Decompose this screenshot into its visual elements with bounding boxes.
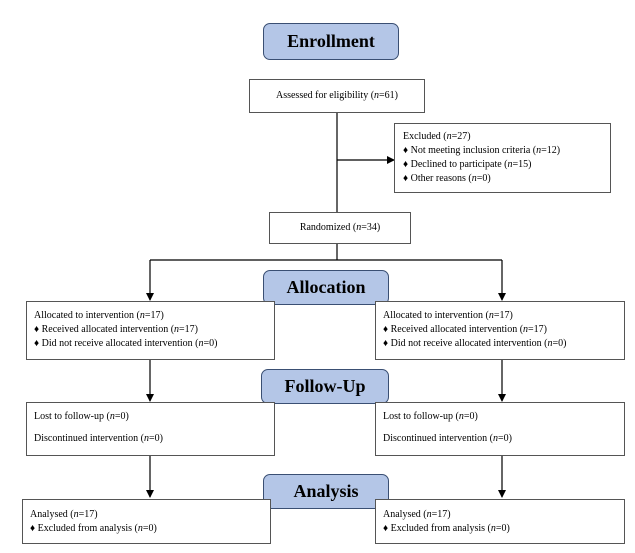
analysis-line: Analysed (n=17) xyxy=(30,509,98,520)
analysis-box-left: Analysed (n=17) ♦ Excluded from analysis… xyxy=(22,499,271,544)
excluded-item: ♦ Other reasons (n=0) xyxy=(403,173,491,184)
excluded-item: ♦ Declined to participate (n=15) xyxy=(403,159,532,170)
followup-line: Discontinued intervention (n=0) xyxy=(383,433,512,444)
stage-allocation: Allocation xyxy=(263,270,389,305)
assessed-text: Assessed for eligibility (n=61) xyxy=(275,90,399,101)
allocation-line: ♦ Did not receive allocated intervention… xyxy=(383,338,567,349)
excluded-item: ♦ Not meeting inclusion criteria (n=12) xyxy=(403,145,561,156)
stage-enrollment: Enrollment xyxy=(263,23,399,60)
allocation-line: ♦ Received allocated intervention (n=17) xyxy=(383,324,548,335)
allocation-box-left: Allocated to intervention (n=17) ♦ Recei… xyxy=(26,301,275,360)
followup-line: Lost to follow-up (n=0) xyxy=(383,411,478,422)
excluded-box: Excluded (n=27) ♦ Not meeting inclusion … xyxy=(394,123,611,193)
analysis-box-right: Analysed (n=17) ♦ Excluded from analysis… xyxy=(375,499,625,544)
assessed-box: Assessed for eligibility (n=61) xyxy=(249,79,425,113)
allocation-line: ♦ Did not receive allocated intervention… xyxy=(34,338,218,349)
followup-box-left: Lost to follow-up (n=0) Discontinued int… xyxy=(26,402,275,456)
randomized-box: Randomized (n=34) xyxy=(269,212,411,244)
excluded-title: Excluded (n=27) xyxy=(403,131,471,142)
stage-analysis: Analysis xyxy=(263,474,389,509)
allocation-line: Allocated to intervention (n=17) xyxy=(383,310,513,321)
allocation-line: Allocated to intervention (n=17) xyxy=(34,310,164,321)
followup-line: Lost to follow-up (n=0) xyxy=(34,411,129,422)
stage-followup: Follow-Up xyxy=(261,369,389,404)
randomized-text: Randomized (n=34) xyxy=(299,222,381,233)
analysis-line: ♦ Excluded from analysis (n=0) xyxy=(30,523,157,534)
analysis-line: ♦ Excluded from analysis (n=0) xyxy=(383,523,510,534)
followup-box-right: Lost to follow-up (n=0) Discontinued int… xyxy=(375,402,625,456)
followup-line: Discontinued intervention (n=0) xyxy=(34,433,163,444)
allocation-box-right: Allocated to intervention (n=17) ♦ Recei… xyxy=(375,301,625,360)
analysis-line: Analysed (n=17) xyxy=(383,509,451,520)
allocation-line: ♦ Received allocated intervention (n=17) xyxy=(34,324,199,335)
